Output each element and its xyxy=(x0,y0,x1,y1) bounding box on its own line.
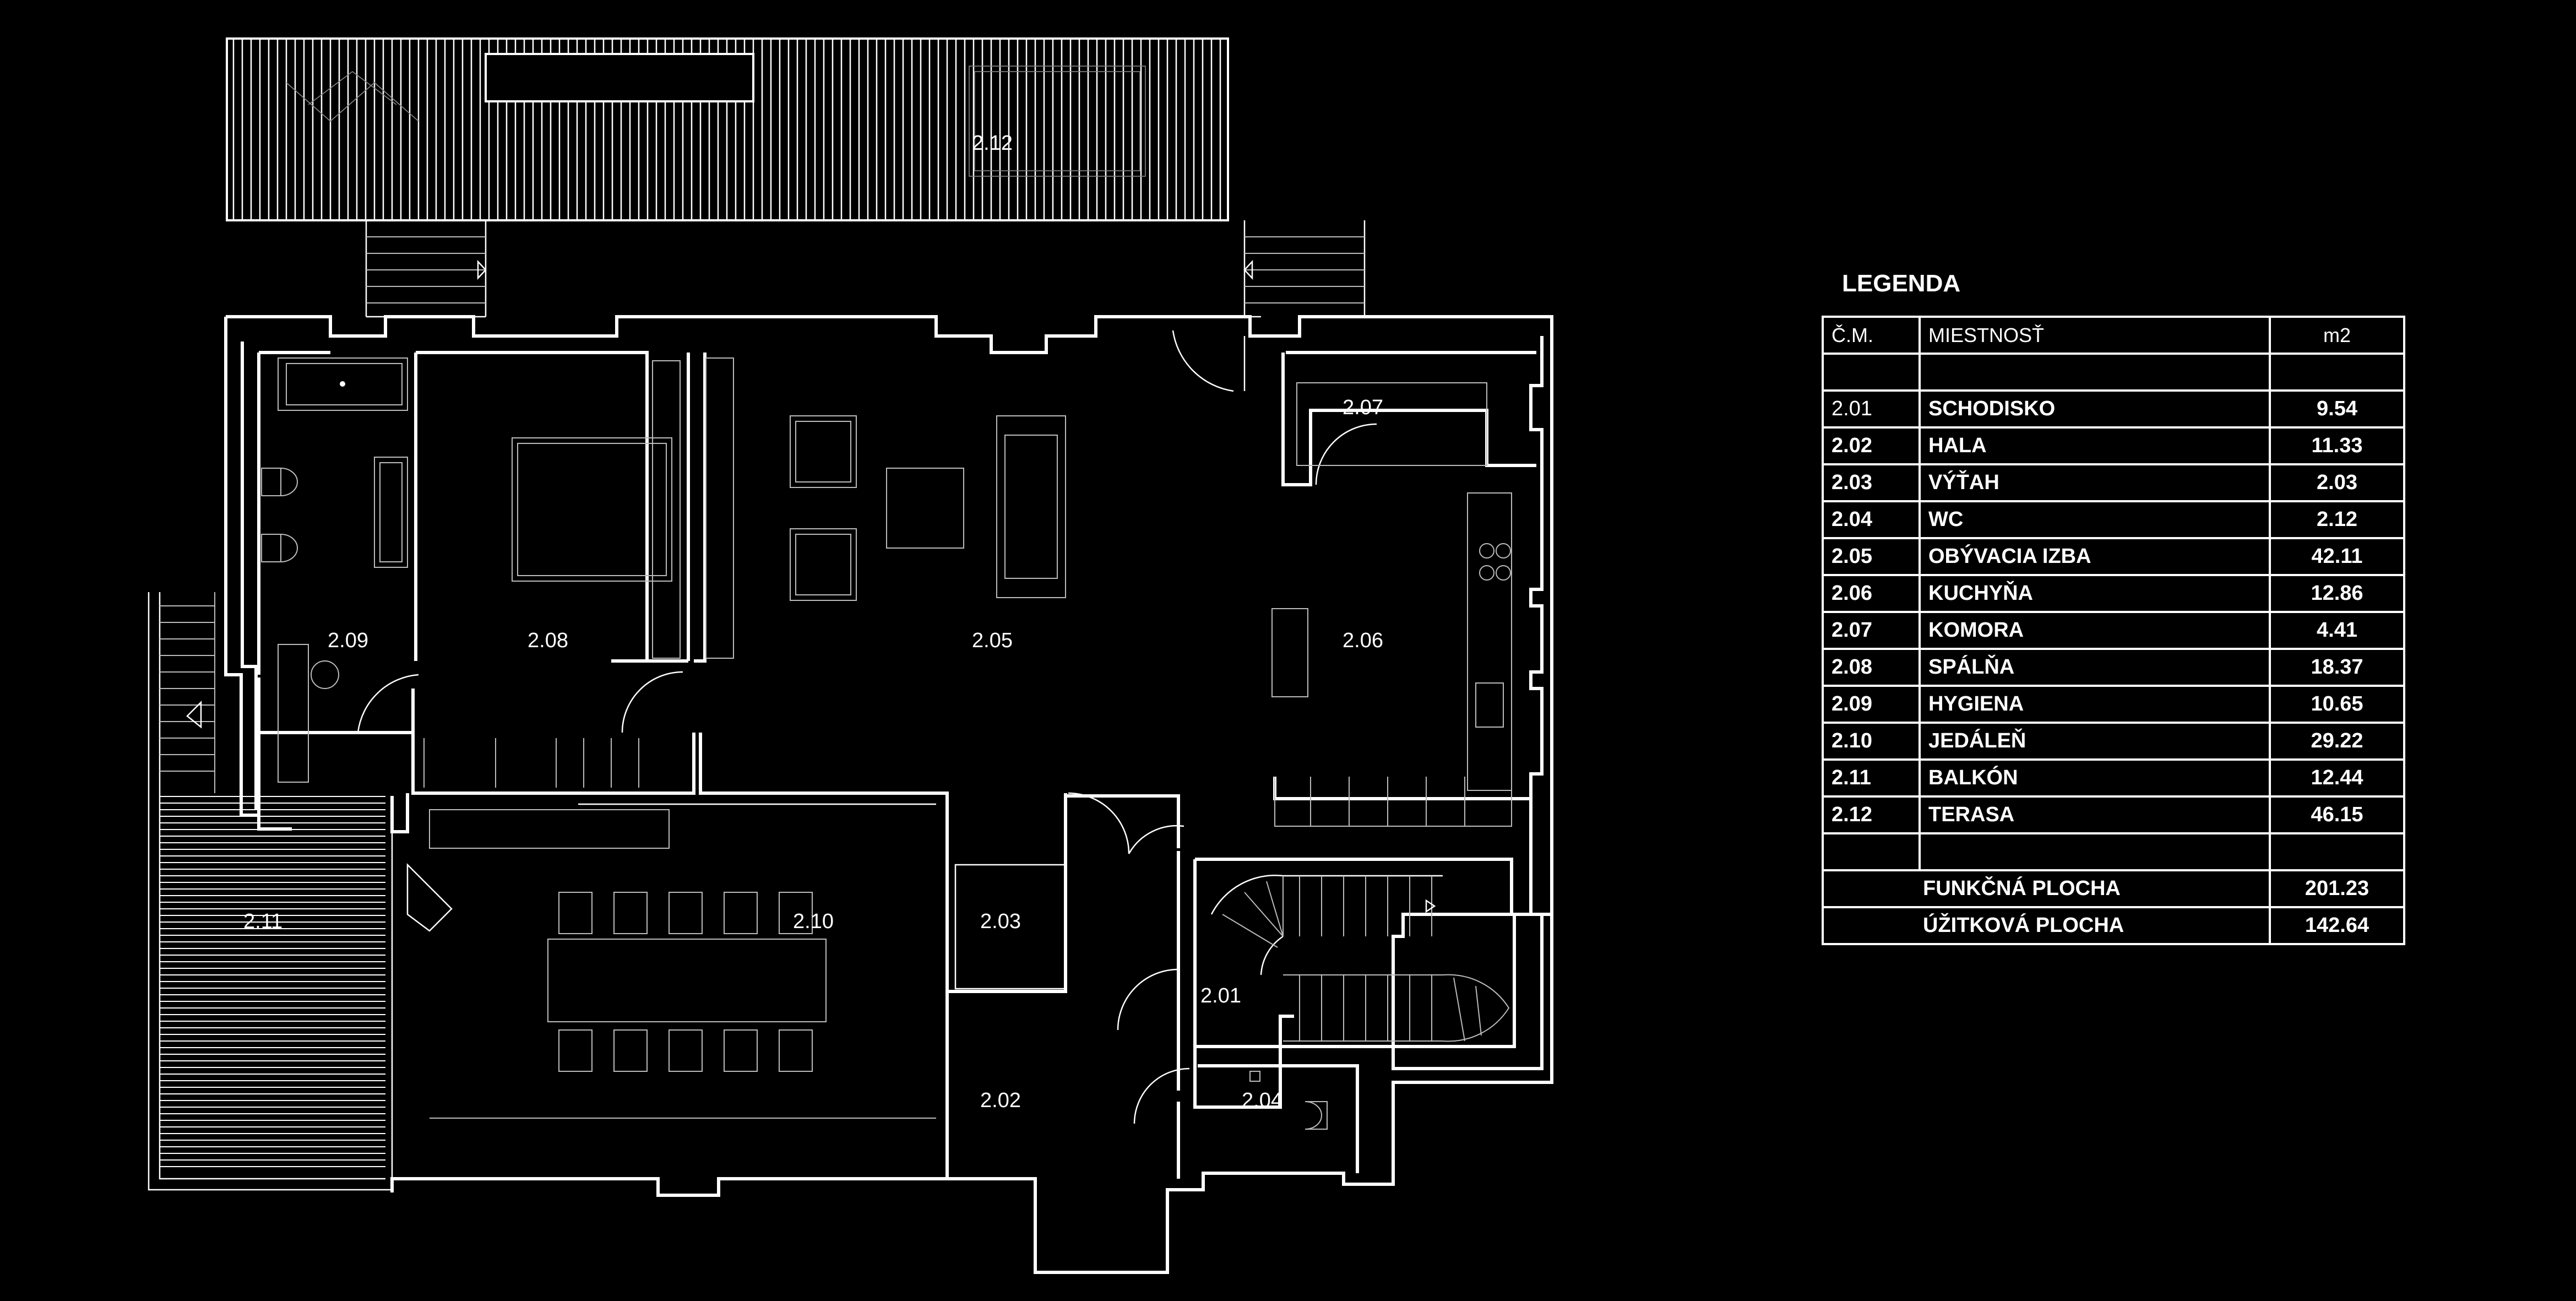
room-label-2.01: 2.01 xyxy=(1200,984,1241,1007)
room-number: 2.10 xyxy=(1822,722,1921,761)
room-number: 2.01 xyxy=(1822,389,1921,429)
room-area: 2.12 xyxy=(2269,500,2405,539)
room-number: 2.12 xyxy=(1822,795,1921,834)
functional-area-label: FUNKČNÁ PLOCHA xyxy=(1822,869,2271,908)
room-name: TERASA xyxy=(1919,795,2271,834)
room-labels: 2.12 2.07 2.09 2.08 2.05 2.06 2.11 2.10 … xyxy=(243,132,1383,1112)
room-label-2.03: 2.03 xyxy=(980,910,1021,933)
col-number: Č.M. xyxy=(1822,316,1921,355)
room-area: 11.33 xyxy=(2269,426,2405,465)
room-area: 4.41 xyxy=(2269,611,2405,650)
room-area: 29.22 xyxy=(2269,722,2405,761)
room-label-2.08: 2.08 xyxy=(528,629,568,652)
room-label-2.06: 2.06 xyxy=(1343,629,1383,652)
interior-walls xyxy=(257,351,1536,1184)
room-number: 2.11 xyxy=(1822,758,1921,798)
room-area: 10.65 xyxy=(2269,685,2405,724)
room-name: KUCHYŇA xyxy=(1919,574,2271,613)
room-number: 2.02 xyxy=(1822,426,1921,465)
room-name: KOMORA xyxy=(1919,611,2271,650)
room-number: 2.08 xyxy=(1822,648,1921,687)
room-area: 2.03 xyxy=(2269,463,2405,502)
walls xyxy=(224,315,1553,1274)
room-number: 2.03 xyxy=(1822,463,1921,502)
room-name: HALA xyxy=(1919,426,2271,465)
room-name: OBÝVACIA IZBA xyxy=(1919,537,2271,576)
col-unit: m2 xyxy=(2269,316,2405,355)
room-label-2.07: 2.07 xyxy=(1343,396,1383,419)
room-number: 2.09 xyxy=(1822,685,1921,724)
room-area: 9.54 xyxy=(2269,389,2405,429)
furniture xyxy=(261,357,1512,1130)
legend-header-row: Č.M. MIESTNOSŤ m2 xyxy=(1822,316,2405,355)
functional-area-value: 201.23 xyxy=(2269,869,2405,908)
room-number: 2.06 xyxy=(1822,574,1921,613)
room-name: BALKÓN xyxy=(1919,758,2271,798)
room-area: 12.86 xyxy=(2269,574,2405,613)
room-label-2.12: 2.12 xyxy=(972,132,1013,155)
room-name: SPÁLŇA xyxy=(1919,648,2271,687)
room-label-2.11: 2.11 xyxy=(243,910,282,933)
room-label-2.09: 2.09 xyxy=(328,629,368,652)
room-area: 12.44 xyxy=(2269,758,2405,798)
doors xyxy=(357,330,1377,1124)
terrace-stairs xyxy=(365,220,1366,318)
room-label-2.05: 2.05 xyxy=(972,629,1013,652)
room-name: HYGIENA xyxy=(1919,685,2271,724)
interior-stairs xyxy=(1210,875,1510,1042)
terrace xyxy=(226,37,1229,221)
functional-area-row: FUNKČNÁ PLOCHA 201.23 xyxy=(1822,869,2405,908)
col-room: MIESTNOSŤ xyxy=(1919,316,2271,355)
usable-area-value: 142.64 xyxy=(2269,906,2405,945)
legend-title: LEGENDA xyxy=(1842,270,1961,297)
room-number: 2.07 xyxy=(1822,611,1921,650)
room-number: 2.04 xyxy=(1822,500,1921,539)
room-name: WC xyxy=(1919,500,2271,539)
legend-empty-row xyxy=(1822,832,2405,871)
room-name: JEDÁLEŇ xyxy=(1919,722,2271,761)
room-number: 2.05 xyxy=(1822,537,1921,576)
room-area: 42.11 xyxy=(2269,537,2405,576)
usable-area-label: ÚŽITKOVÁ PLOCHA xyxy=(1822,906,2271,945)
room-name: SCHODISKO xyxy=(1919,389,2271,429)
balcony xyxy=(148,592,393,1191)
room-area: 18.37 xyxy=(2269,648,2405,687)
room-area: 46.15 xyxy=(2269,795,2405,834)
room-label-2.10: 2.10 xyxy=(793,910,834,933)
legend-empty-row xyxy=(1822,353,2405,392)
room-name: VÝŤAH xyxy=(1919,463,2271,502)
room-label-2.02: 2.02 xyxy=(980,1089,1021,1112)
usable-area-row: ÚŽITKOVÁ PLOCHA 142.64 xyxy=(1822,906,2405,945)
room-label-2.04: 2.04 xyxy=(1242,1089,1282,1112)
